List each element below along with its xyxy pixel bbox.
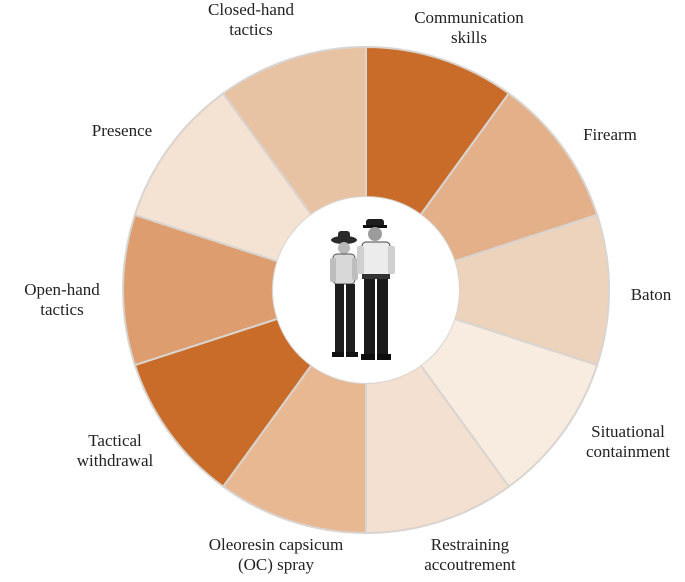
segment-label-line: Closed-hand (208, 0, 294, 19)
segment-label-line: tactics (40, 300, 83, 319)
segment-label-line: Firearm (583, 125, 637, 144)
segment-label-2: Firearm (583, 125, 637, 144)
segment-label-line: Restraining (431, 535, 510, 554)
segment-label-9: Presence (92, 121, 152, 140)
segment-label-line: Open-hand (24, 280, 100, 299)
segment-label-line: Baton (631, 285, 672, 304)
segment-label-line: containment (586, 442, 670, 461)
segment-label-6: Oleoresin capsicum(OC) spray (209, 535, 344, 574)
segment-label-3: Baton (631, 285, 672, 304)
center-hub (273, 197, 459, 383)
segment-label-line: skills (451, 28, 487, 47)
segment-label-line: Oleoresin capsicum (209, 535, 344, 554)
segment-label-line: accoutrement (424, 555, 516, 574)
segment-label-line: Situational (591, 422, 665, 441)
segment-label-line: withdrawal (77, 451, 154, 470)
segment-label-line: Tactical (88, 431, 142, 450)
segment-label-line: tactics (229, 20, 272, 39)
wheel-ring (122, 45, 610, 535)
segment-label-line: Communication (414, 8, 524, 27)
segment-label-line: Presence (92, 121, 152, 140)
segment-label-line: (OC) spray (238, 555, 315, 574)
police-officers-image (330, 219, 395, 360)
